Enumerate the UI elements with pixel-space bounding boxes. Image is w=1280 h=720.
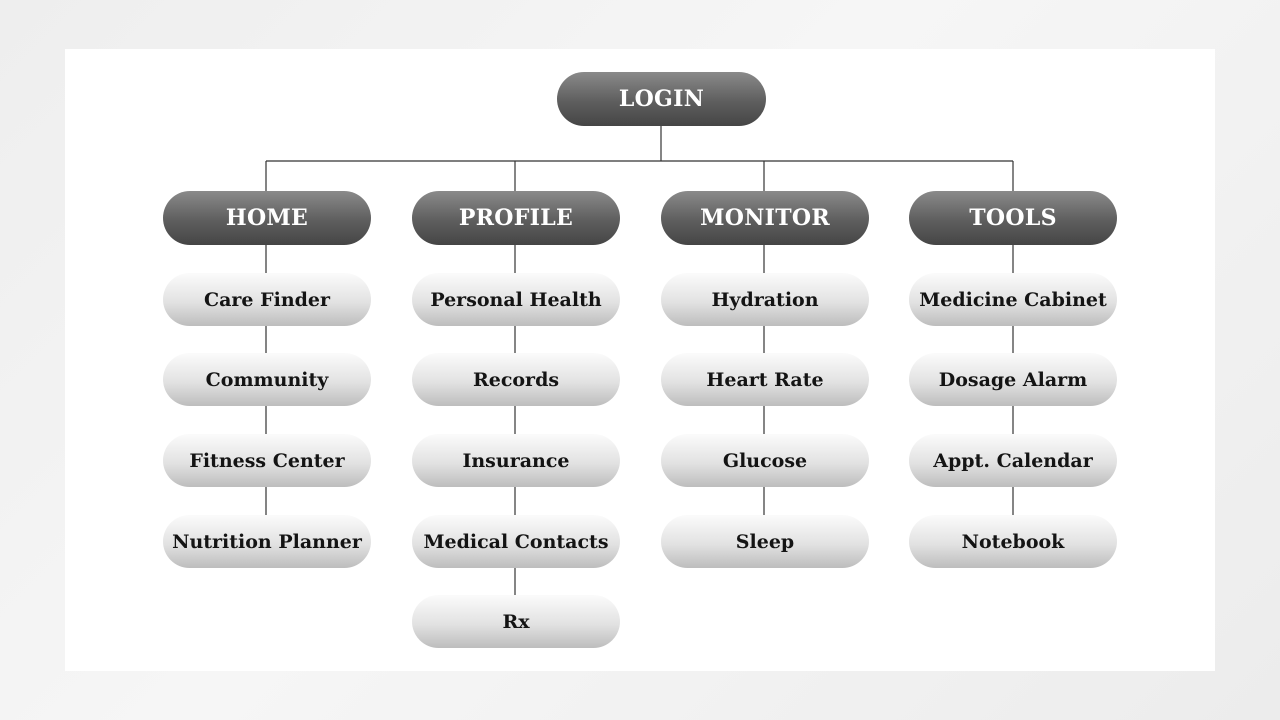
node-glucose[interactable]: Glucose bbox=[661, 434, 869, 487]
node-home[interactable]: HOME bbox=[163, 191, 371, 245]
node-nutrition-planner-label: Nutrition Planner bbox=[172, 530, 362, 553]
node-dosage-alarm-label: Dosage Alarm bbox=[938, 368, 1088, 391]
node-community-label: Community bbox=[205, 368, 329, 391]
node-monitor[interactable]: MONITOR bbox=[661, 191, 869, 245]
node-profile[interactable]: PROFILE bbox=[412, 191, 620, 245]
node-heart-rate[interactable]: Heart Rate bbox=[661, 353, 869, 406]
node-medicine-cabinet-label: Medicine Cabinet bbox=[919, 288, 1107, 311]
node-sleep-label: Sleep bbox=[735, 530, 795, 553]
node-profile-label: PROFILE bbox=[458, 205, 574, 231]
node-records[interactable]: Records bbox=[412, 353, 620, 406]
node-medical-contacts-label: Medical Contacts bbox=[423, 530, 609, 553]
node-care-finder[interactable]: Care Finder bbox=[163, 273, 371, 326]
node-sleep[interactable]: Sleep bbox=[661, 515, 869, 568]
node-appt-calendar[interactable]: Appt. Calendar bbox=[909, 434, 1117, 487]
node-heart-rate-label: Heart Rate bbox=[706, 368, 824, 391]
node-community[interactable]: Community bbox=[163, 353, 371, 406]
node-insurance-label: Insurance bbox=[462, 449, 570, 472]
node-dosage-alarm[interactable]: Dosage Alarm bbox=[909, 353, 1117, 406]
node-medical-contacts[interactable]: Medical Contacts bbox=[412, 515, 620, 568]
node-appt-calendar-label: Appt. Calendar bbox=[933, 449, 1093, 472]
node-home-label: HOME bbox=[225, 205, 309, 231]
node-rx[interactable]: Rx bbox=[412, 595, 620, 648]
node-personal-health[interactable]: Personal Health bbox=[412, 273, 620, 326]
node-notebook[interactable]: Notebook bbox=[909, 515, 1117, 568]
node-notebook-label: Notebook bbox=[961, 530, 1065, 553]
node-fitness-center-label: Fitness Center bbox=[189, 449, 345, 472]
node-personal-health-label: Personal Health bbox=[430, 288, 602, 311]
node-hydration[interactable]: Hydration bbox=[661, 273, 869, 326]
node-records-label: Records bbox=[472, 368, 560, 391]
node-tools-label: TOOLS bbox=[969, 205, 1057, 231]
node-care-finder-label: Care Finder bbox=[203, 288, 331, 311]
node-fitness-center[interactable]: Fitness Center bbox=[163, 434, 371, 487]
node-rx-label: Rx bbox=[502, 610, 530, 633]
node-tools[interactable]: TOOLS bbox=[909, 191, 1117, 245]
node-login-label: LOGIN bbox=[618, 86, 705, 112]
node-login[interactable]: LOGIN bbox=[557, 72, 766, 126]
node-glucose-label: Glucose bbox=[722, 449, 808, 472]
node-monitor-label: MONITOR bbox=[700, 205, 830, 231]
node-hydration-label: Hydration bbox=[711, 288, 819, 311]
node-medicine-cabinet[interactable]: Medicine Cabinet bbox=[909, 273, 1117, 326]
node-insurance[interactable]: Insurance bbox=[412, 434, 620, 487]
node-nutrition-planner[interactable]: Nutrition Planner bbox=[163, 515, 371, 568]
